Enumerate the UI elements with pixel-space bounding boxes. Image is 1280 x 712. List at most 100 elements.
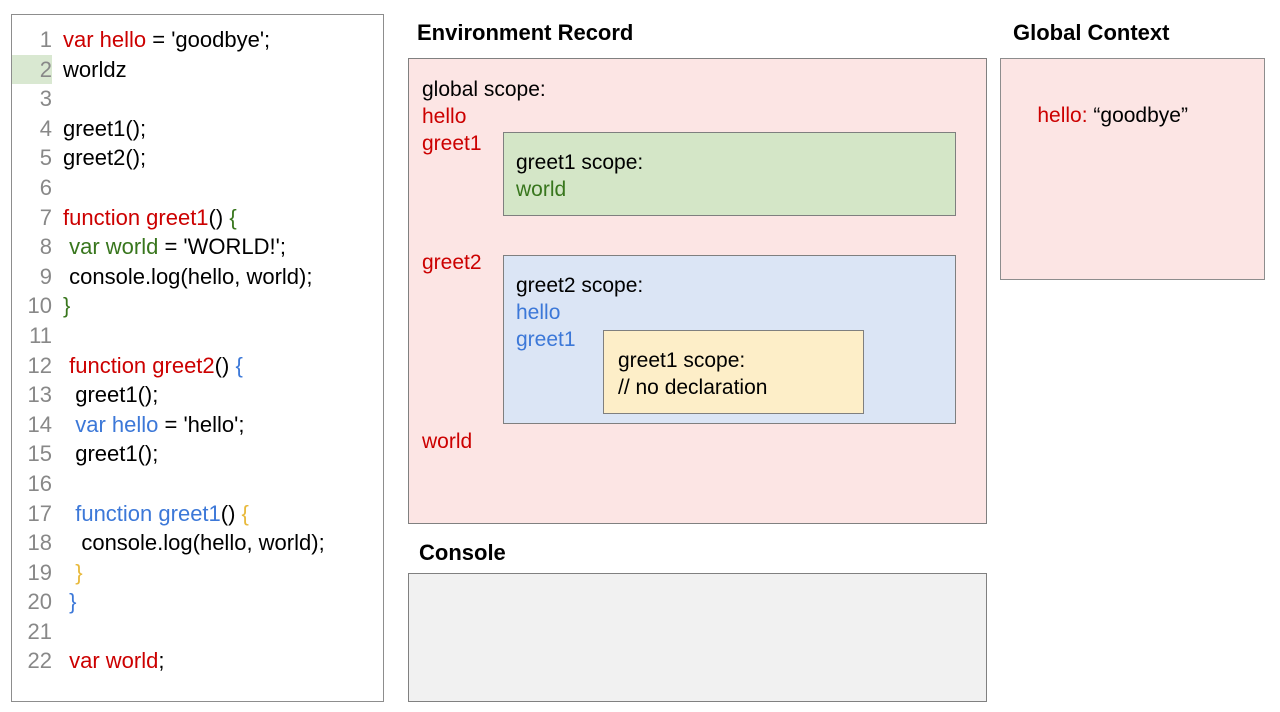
- code-line[interactable]: 22 var world;: [12, 646, 383, 676]
- code-token: var hello: [63, 411, 159, 437]
- code-token: greet1();: [63, 115, 147, 141]
- code-token: }: [63, 559, 83, 585]
- code-line-text: }: [52, 558, 83, 588]
- line-number: 10: [27, 293, 52, 319]
- code-line-text: }: [52, 291, 70, 321]
- code-line-text: function greet2() {: [52, 351, 243, 381]
- line-number: 9: [39, 263, 52, 289]
- code-line[interactable]: 6: [12, 173, 383, 203]
- code-line-text: function greet1() {: [52, 203, 237, 233]
- code-token: {: [235, 352, 243, 378]
- code-token: greet1();: [63, 382, 159, 408]
- global-context-box: hello: “goodbye”: [1000, 58, 1265, 280]
- line-number: 17: [27, 500, 52, 526]
- console-output-box[interactable]: [408, 573, 987, 702]
- code-token: console.log(hello, world);: [63, 530, 325, 556]
- line-number: 19: [27, 559, 52, 585]
- line-number: 16: [27, 470, 52, 496]
- line-number: 5: [39, 145, 52, 171]
- code-line-text: var world = 'WORLD!';: [52, 232, 286, 262]
- code-token: ;: [158, 648, 165, 674]
- code-token: }: [63, 589, 77, 615]
- line-number: 11: [29, 322, 52, 348]
- code-line[interactable]: 11: [12, 321, 383, 351]
- global-context-binding-row: hello: “goodbye”: [1014, 75, 1188, 156]
- code-token: var hello: [63, 27, 147, 52]
- code-line-text: function greet1() {: [52, 499, 249, 529]
- line-number: 8: [39, 234, 52, 260]
- code-token: greet2();: [63, 145, 147, 171]
- code-token: var world: [63, 648, 159, 674]
- code-line[interactable]: 12 function greet2() {: [12, 351, 383, 381]
- code-line[interactable]: 20 }: [12, 587, 383, 617]
- greet1-binding-world: world: [516, 178, 567, 201]
- greet1-scope-box: greet1 scope: world: [503, 132, 956, 216]
- code-token: {: [229, 204, 237, 230]
- global-context-title: Global Context: [1013, 20, 1170, 45]
- code-line[interactable]: 18 console.log(hello, world);: [12, 528, 383, 558]
- code-line[interactable]: 5 greet2();: [12, 143, 383, 173]
- environment-record-title: Environment Record: [417, 20, 634, 45]
- code-line[interactable]: 3: [12, 84, 383, 114]
- code-token: {: [241, 500, 249, 526]
- global-binding-greet2: greet2: [422, 251, 482, 274]
- code-line[interactable]: 10}: [12, 291, 383, 321]
- line-number: 4: [39, 115, 52, 141]
- global-binding-hello: hello: [422, 105, 467, 128]
- line-number: 14: [27, 411, 52, 437]
- code-line-text: console.log(hello, world);: [52, 262, 312, 292]
- line-number: 20: [27, 589, 52, 615]
- code-token: }: [63, 293, 71, 319]
- code-line-text: greet1();: [52, 439, 158, 469]
- greet1-inner-scope-note: // no declaration: [618, 376, 768, 399]
- code-line-text: greet1();: [52, 114, 146, 144]
- code-token: = 'WORLD!';: [158, 234, 286, 260]
- console-title: Console: [419, 540, 506, 565]
- code-line[interactable]: 9 console.log(hello, world);: [12, 262, 383, 292]
- line-number: 13: [27, 382, 52, 408]
- line-number: 1: [39, 27, 52, 52]
- greet1-scope-label: greet1 scope:: [516, 151, 644, 174]
- code-line[interactable]: 8 var world = 'WORLD!';: [12, 232, 383, 262]
- code-token: function greet1: [63, 204, 209, 230]
- code-line-text: var hello = 'hello';: [52, 410, 244, 440]
- line-number: 6: [39, 174, 52, 200]
- code-line-text: console.log(hello, world);: [52, 528, 325, 558]
- code-line[interactable]: 19 }: [12, 558, 383, 588]
- environment-record-box: global scope: hello greet1 greet2 world …: [408, 58, 987, 524]
- code-token: function greet2: [63, 352, 215, 378]
- code-line-text: var world;: [52, 646, 164, 676]
- line-number: 21: [27, 618, 52, 644]
- code-token: (): [214, 352, 236, 378]
- line-number: 2: [12, 54, 52, 85]
- code-token: console.log(hello, world);: [63, 263, 313, 289]
- code-line-text: greet2();: [52, 143, 146, 173]
- code-token: (): [208, 204, 230, 230]
- code-line-text: greet1();: [52, 380, 158, 410]
- code-token: (): [220, 500, 242, 526]
- code-line[interactable]: 17 function greet1() {: [12, 499, 383, 529]
- code-token: = 'hello';: [158, 411, 245, 437]
- code-line[interactable]: 4 greet1();: [12, 114, 383, 144]
- global-scope-label: global scope:: [422, 78, 546, 101]
- code-token: function greet1: [63, 500, 221, 526]
- greet2-binding-greet1: greet1: [516, 328, 576, 351]
- greet2-scope-box: greet2 scope: hello greet1 greet1 scope:…: [503, 255, 956, 424]
- greet2-scope-label: greet2 scope:: [516, 274, 644, 297]
- global-context-binding-key: hello:: [1037, 104, 1094, 127]
- line-number: 18: [27, 530, 52, 556]
- line-number: 3: [39, 86, 52, 112]
- code-line[interactable]: 15 greet1();: [12, 439, 383, 469]
- greet1-inner-scope-box: greet1 scope: // no declaration: [603, 330, 864, 414]
- global-context-binding-value: “goodbye”: [1093, 104, 1188, 127]
- code-line[interactable]: 13 greet1();: [12, 380, 383, 410]
- line-number: 7: [39, 204, 52, 230]
- code-line[interactable]: 16: [12, 469, 383, 499]
- code-line[interactable]: 14 var hello = 'hello';: [12, 410, 383, 440]
- code-line[interactable]: 21: [12, 617, 383, 647]
- code-line-text: worldz: [52, 55, 127, 85]
